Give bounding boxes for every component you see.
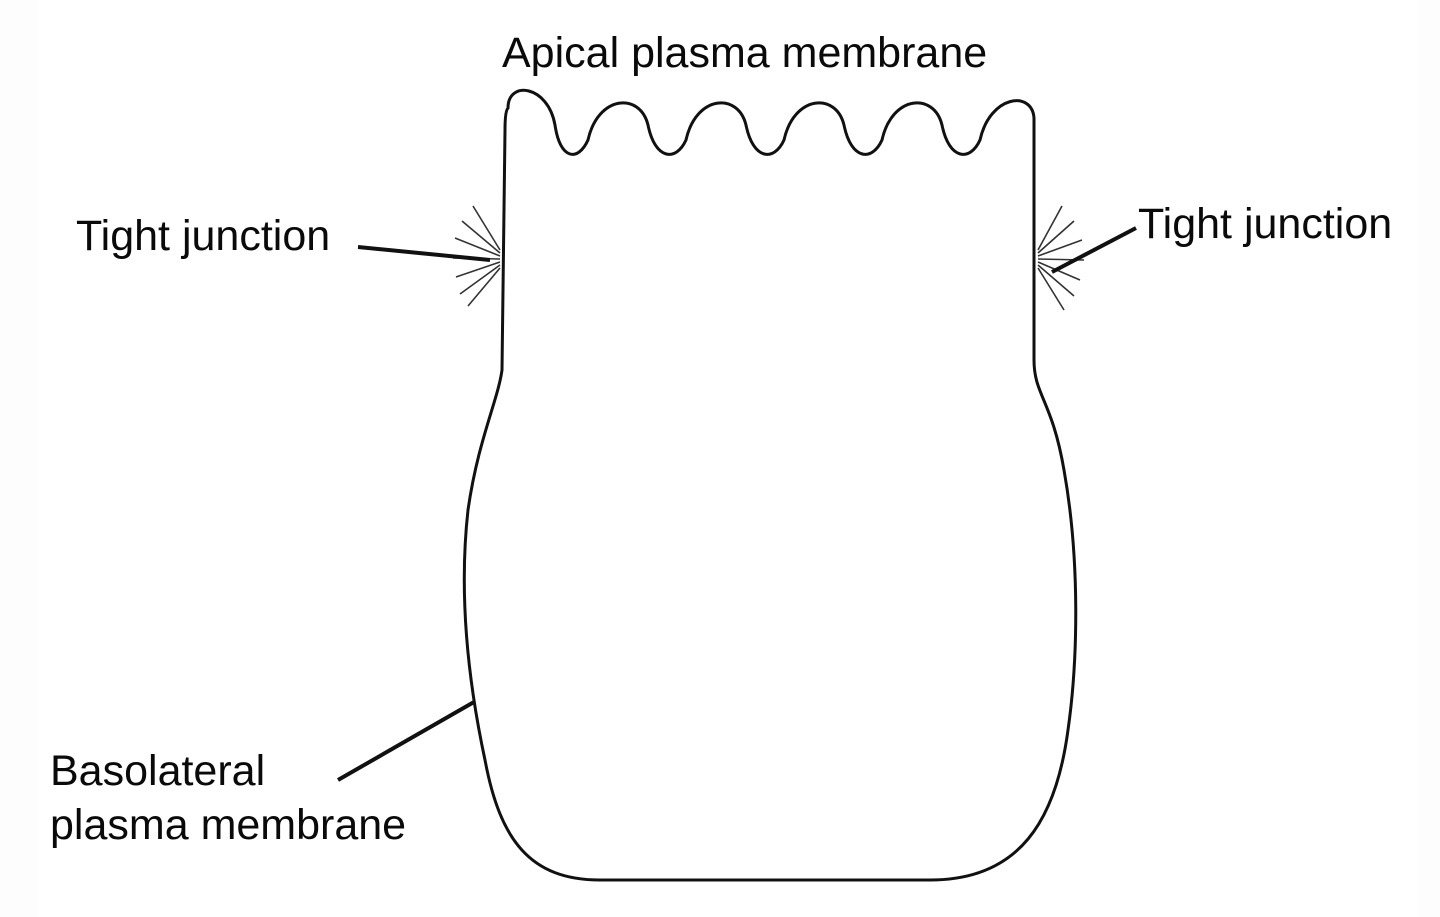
left-tight-junction-leader	[357, 245, 491, 262]
apical-membrane-label: Apical plasma membrane	[502, 29, 988, 77]
left-tight-junction-fibers	[452, 205, 501, 307]
basolateral-label-line2: plasma membrane	[50, 801, 407, 849]
diagram-panel	[38, 0, 1418, 917]
basolateral-leader	[337, 700, 475, 782]
basolateral-label-line1: Basolateral	[50, 747, 266, 795]
tight-junction-left-label: Tight junction	[76, 212, 331, 260]
right-tight-junction-leader	[1051, 226, 1137, 274]
basolateral-membrane-label: Basolateral plasma membrane	[50, 744, 406, 852]
cell-membrane-outline	[462, 88, 1078, 882]
tight-junction-right-label: Tight junction	[1138, 200, 1393, 248]
right-tight-junction-fibers	[1037, 205, 1085, 311]
